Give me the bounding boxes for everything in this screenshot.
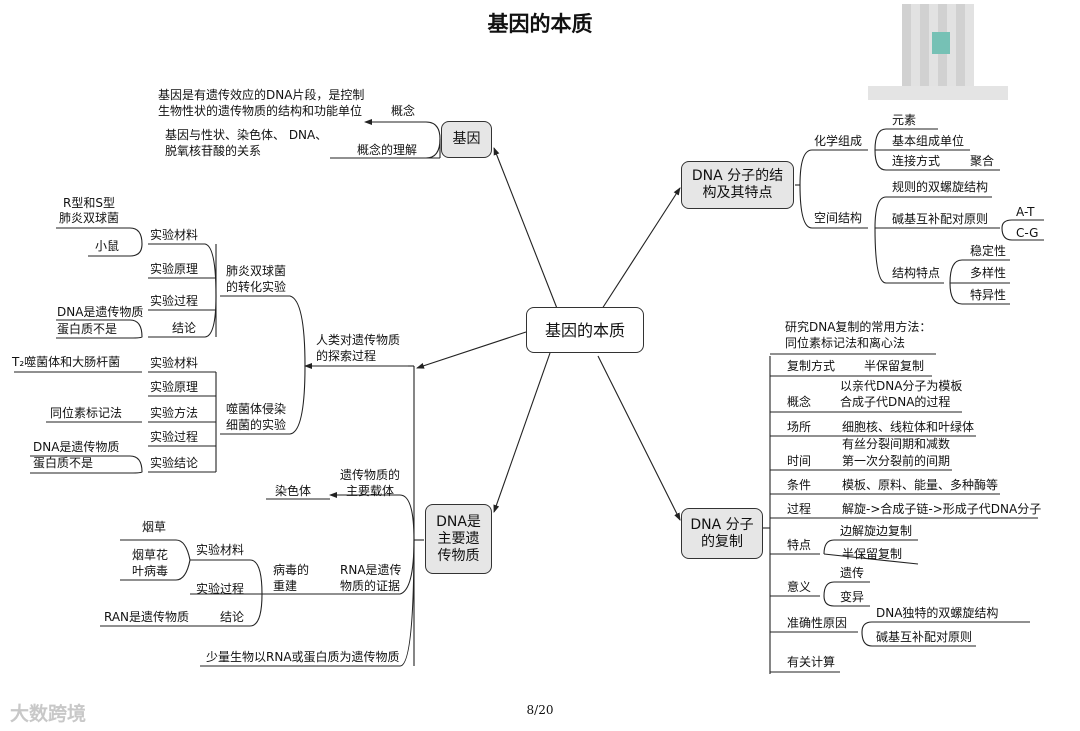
virus-tmv-2: 叶病毒 <box>132 564 168 579</box>
phage-conclusion: 实验结论 <box>150 456 198 471</box>
phage-principle: 实验原理 <box>150 380 198 395</box>
watermark-logo: 大数跨境 <box>10 699 86 726</box>
dna-replication-label-1: DNA 分子 <box>690 517 753 534</box>
replication-feature-1: 边解旋边复制 <box>840 524 912 539</box>
virus-conclusion-text: RAN是遗传物质 <box>104 610 189 625</box>
pneumo-label-2: 的转化实验 <box>226 280 286 295</box>
pair-cg: C-G <box>1016 226 1038 241</box>
exploration-label-2: 的探索过程 <box>316 349 376 364</box>
replication-meaning-2: 变异 <box>840 590 864 605</box>
gene-understanding-text-2: 脱氧核苷酸的关系 <box>165 144 261 159</box>
carrier-label-1: 遗传物质的 <box>340 468 400 483</box>
virus-tobacco: 烟草 <box>142 520 166 535</box>
replication-concept-2: 合成子代DNA的过程 <box>840 395 950 410</box>
research-method-1: 研究DNA复制的常用方法： <box>785 320 931 335</box>
rna-evidence-2: 物质的证据 <box>340 579 400 594</box>
polymer-text: 聚合 <box>970 154 994 169</box>
chem-composition: 化学组成 <box>814 134 862 149</box>
base-pairing-text: 碱基互补配对原则 <box>892 212 988 227</box>
research-method-2: 同位素标记法和离心法 <box>785 336 905 351</box>
replication-accuracy-1: DNA独特的双螺旋结构 <box>876 606 998 621</box>
gene-understanding-label: 概念的理解 <box>357 143 417 158</box>
carrier-label-2: 主要载体 <box>346 484 394 499</box>
replication-place: 场所 <box>787 420 811 435</box>
gene-understanding-text-1: 基因与性状、染色体、 DNA、 <box>165 128 327 143</box>
dna-main-material-label-2: 主要遗 <box>438 531 480 548</box>
dna-replication-label-2: 的复制 <box>701 534 743 551</box>
virus-tmv-1: 烟草花 <box>132 548 168 563</box>
dna-structure-node: DNA 分子的结 构及其特点 <box>681 161 794 209</box>
dna-structure-label-2: 构及其特点 <box>703 185 773 202</box>
carrier-value: 染色体 <box>275 484 311 499</box>
pneumo-material-rs-2: 肺炎双球菌 <box>59 211 119 226</box>
replication-accuracy-2: 碱基互补配对原则 <box>876 630 972 645</box>
replication-feature: 特点 <box>787 538 811 553</box>
pneumo-conclusion-2: 蛋白质不是 <box>57 322 117 337</box>
pneumo-material-rs-1: R型和S型 <box>63 196 115 211</box>
pneumo-process: 实验过程 <box>150 294 198 309</box>
pneumo-conclusion-1: DNA是遗传物质 <box>57 305 143 320</box>
virus-rebuild-1: 病毒的 <box>273 563 309 578</box>
structure-features: 结构特点 <box>892 266 940 281</box>
gene-concept-text-2: 生物性状的遗传物质的结构和功能单位 <box>158 104 362 119</box>
replication-mode: 复制方式 <box>787 359 835 374</box>
replication-concept-1: 以亲代DNA分子为模板 <box>840 379 962 394</box>
pneumo-label-1: 肺炎双球菌 <box>226 264 286 279</box>
dna-main-material-label-1: DNA是 <box>436 514 481 531</box>
phage-label-1: 噬菌体侵染 <box>226 402 286 417</box>
phage-conclusion-1: DNA是遗传物质 <box>33 440 119 455</box>
basic-unit-text: 基本组成单位 <box>892 134 964 149</box>
diversity-text: 多样性 <box>970 266 1006 281</box>
double-helix-text: 规则的双螺旋结构 <box>892 180 988 195</box>
virus-rebuild-2: 重建 <box>273 579 297 594</box>
stability-text: 稳定性 <box>970 244 1006 259</box>
specificity-text: 特异性 <box>970 288 1006 303</box>
replication-condition: 条件 <box>787 478 811 493</box>
pneumo-conclusion: 结论 <box>172 321 196 336</box>
replication-meaning: 意义 <box>787 580 811 595</box>
connection-text: 连接方式 <box>892 154 940 169</box>
virus-conclusion: 结论 <box>220 610 244 625</box>
replication-time-2: 第一次分裂前的间期 <box>842 454 950 469</box>
gene-node: 基因 <box>441 121 492 158</box>
gene-concept-label: 概念 <box>391 104 415 119</box>
rna-evidence-1: RNA是遗传 <box>340 563 402 578</box>
replication-time: 时间 <box>787 454 811 469</box>
replication-condition-text: 模板、原料、能量、多种酶等 <box>842 478 998 493</box>
dna-replication-node: DNA 分子 的复制 <box>681 508 763 559</box>
pneumo-principle: 实验原理 <box>150 262 198 277</box>
replication-calc: 有关计算 <box>787 655 835 670</box>
phage-method: 实验方法 <box>150 406 198 421</box>
central-node: 基因的本质 <box>526 307 644 353</box>
replication-process-text: 解旋->合成子链->形成子代DNA分子 <box>842 502 1041 517</box>
dna-structure-label-1: DNA 分子的结 <box>692 168 783 185</box>
spatial-structure: 空间结构 <box>814 211 862 226</box>
page-number: 8/20 <box>0 703 1080 717</box>
replication-accuracy: 准确性原因 <box>787 616 847 631</box>
phage-conclusion-2: 蛋白质不是 <box>33 456 93 471</box>
phage-materials: 实验材料 <box>150 356 198 371</box>
replication-meaning-1: 遗传 <box>840 566 864 581</box>
element-text: 元素 <box>892 113 916 128</box>
replication-feature-2: 半保留复制 <box>842 547 902 562</box>
replication-time-1: 有丝分裂间期和减数 <box>842 437 950 452</box>
phage-label-2: 细菌的实验 <box>226 418 286 433</box>
replication-semi: 半保留复制 <box>864 359 924 374</box>
gene-concept-text-1: 基因是有遗传效应的DNA片段，是控制 <box>158 88 364 103</box>
phage-method-text: 同位素标记法 <box>50 406 122 421</box>
pair-at: A-T <box>1016 205 1035 220</box>
dna-main-material-label-3: 传物质 <box>438 548 480 565</box>
pneumo-material-mouse: 小鼠 <box>95 239 119 254</box>
replication-place-text: 细胞核、线粒体和叶绿体 <box>842 420 974 435</box>
few-organisms-text: 少量生物以RNA或蛋白质为遗传物质 <box>206 650 400 665</box>
virus-materials: 实验材料 <box>196 543 244 558</box>
exploration-label-1: 人类对遗传物质 <box>316 333 400 348</box>
replication-concept: 概念 <box>787 395 811 410</box>
replication-process: 过程 <box>787 502 811 517</box>
pneumo-materials: 实验材料 <box>150 228 198 243</box>
phage-process: 实验过程 <box>150 430 198 445</box>
dna-main-material-node: DNA是 主要遗 传物质 <box>425 504 492 574</box>
virus-process: 实验过程 <box>196 582 244 597</box>
phage-material-text: T₂噬菌体和大肠杆菌 <box>12 355 120 370</box>
